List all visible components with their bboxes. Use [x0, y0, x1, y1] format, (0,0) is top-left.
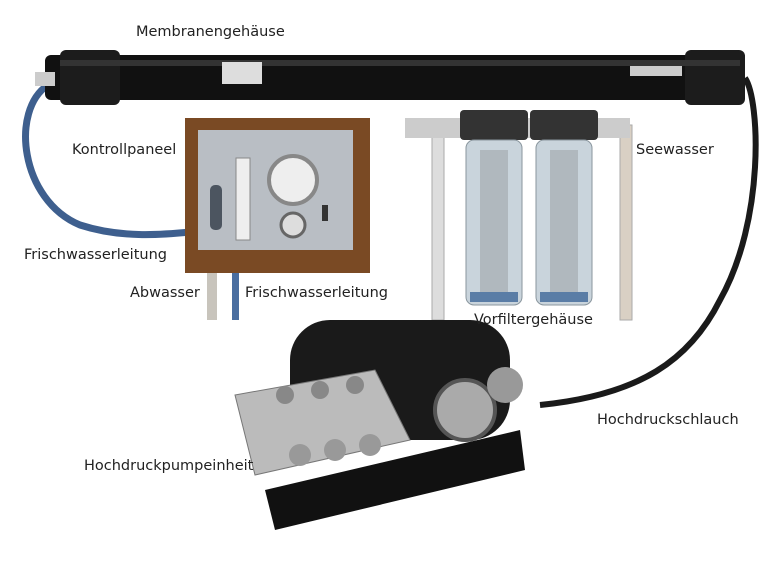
- membrane-housing: [35, 50, 745, 105]
- label-prefilter-housing: Vorfiltergehäuse: [474, 312, 593, 328]
- label-sea-water: Seewasser: [636, 142, 714, 158]
- label-high-pressure-pump-unit: Hochdruckpumpeinheit: [84, 458, 254, 474]
- label-fresh-water-line-left: Frischwasserleitung: [24, 247, 167, 263]
- label-fresh-water-line-bottom: Frischwasserleitung: [245, 285, 388, 301]
- prefilter-housings: [405, 110, 633, 321]
- label-membrane-housing: Membranengehäuse: [136, 24, 285, 40]
- pump-unit: [234, 320, 525, 530]
- control-panel: [185, 118, 370, 320]
- high-pressure-hose: [539, 76, 759, 408]
- label-control-panel: Kontrollpaneel: [72, 142, 177, 158]
- label-high-pressure-hose: Hochdruckschlauch: [597, 412, 739, 428]
- fresh-water-hose: [22, 82, 191, 239]
- label-waste-water: Abwasser: [130, 285, 200, 301]
